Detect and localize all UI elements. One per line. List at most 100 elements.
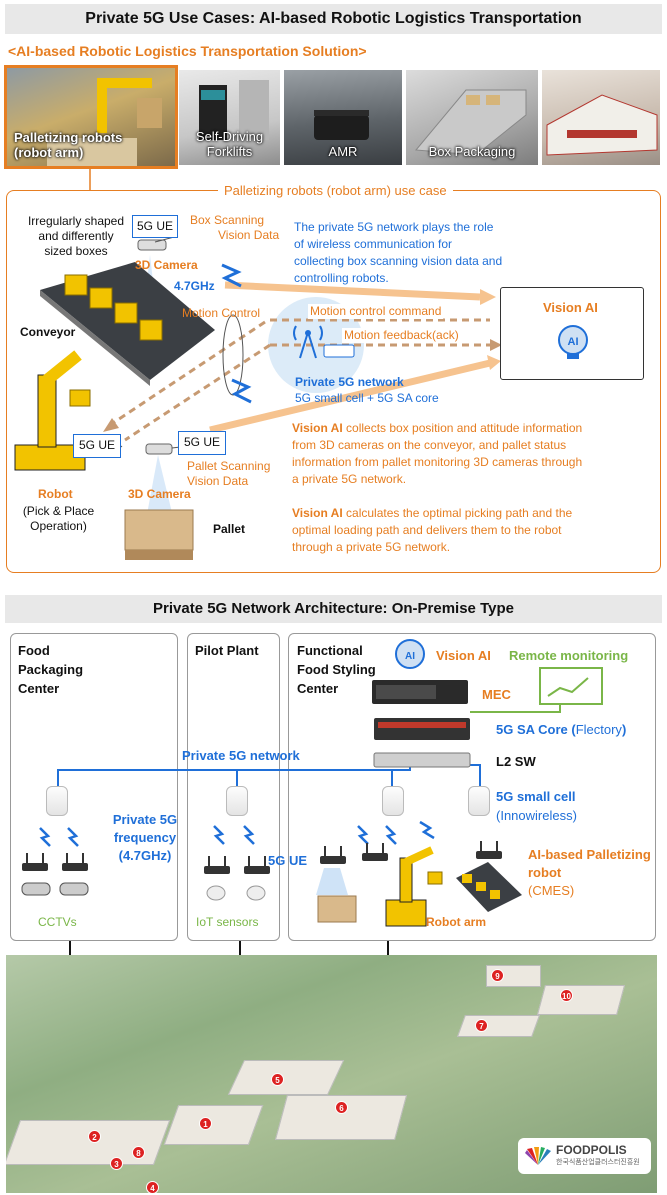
svg-text:AI: AI [405, 651, 415, 662]
motion-feedback-label: Motion feedback(ack) [342, 328, 461, 343]
photo-caption: Palletizing robots (robot arm) [7, 130, 175, 160]
title-line: Food Styling [297, 662, 376, 677]
mec-label: MEC [482, 687, 511, 702]
logo-sub: 한국식품산업클러스터진흥원 [556, 1159, 640, 1166]
map-marker-4: 4 [146, 1181, 159, 1193]
title-line: Functional [297, 643, 363, 658]
map-marker-7: 7 [475, 1019, 488, 1032]
small-cell-extra [468, 786, 490, 816]
boxes-label-line: Irregularly shaped [27, 214, 125, 228]
building [163, 1105, 264, 1145]
iot-label: IoT sensors [196, 915, 259, 929]
usecase-intro: The private 5G network plays the role of… [294, 219, 544, 287]
logo-name: FOODPOLIS [556, 1143, 627, 1157]
arch-vision-ai: Vision AI [436, 648, 491, 663]
title-line: Food [18, 643, 50, 658]
photo-palletizing-robots[interactable]: Palletizing robots (robot arm) [4, 65, 178, 169]
photo-amr[interactable]: AMR [284, 70, 402, 165]
photo-box-packaging[interactable]: Box Packaging [406, 70, 538, 165]
functional-food-title: Functional Food Styling Center [297, 641, 376, 698]
ue-router-conveyor [476, 841, 502, 859]
palletizing-label: AI-based Palletizing robot [528, 846, 651, 882]
robot-arm-label: Robot arm [426, 915, 486, 929]
packaging-photo-icon [415, 89, 527, 156]
photo-caption: Box Packaging [406, 144, 538, 159]
map-marker-10: 10 [560, 989, 573, 1002]
pallet-scanning-label: Pallet Scanning Vision Data [187, 459, 270, 489]
ue-router-pallet [320, 846, 346, 864]
box-scanning-line: Box Scanning [190, 213, 265, 227]
palletizing-vendor: (CMES) [528, 883, 575, 898]
ue-router-cctv-2 [62, 853, 88, 871]
building [456, 1015, 541, 1037]
boxes-label: Irregularly shaped and differently sized… [16, 214, 136, 259]
foodpolis-logo-icon [525, 1147, 551, 1165]
title-line: Packaging [18, 662, 84, 677]
map-marker-9: 9 [491, 969, 504, 982]
robot-title: Robot [38, 487, 73, 501]
building [227, 1060, 345, 1095]
map-marker-8: 8 [132, 1146, 145, 1159]
food-packaging-center-box [10, 633, 178, 941]
ue-box-robot: 5G UE [73, 434, 121, 458]
pallet-scanning-line: Pallet Scanning [187, 459, 271, 473]
small-cell-label: 5G small cell [496, 789, 576, 804]
motion-control-label: Motion Control [182, 306, 261, 320]
solution-subtitle: <AI-based Robotic Logistics Transportati… [8, 43, 367, 59]
para1-line: from 3D cameras on the conveyor, and pal… [292, 438, 567, 452]
box-scanning-label: Box Scanning Vision Data [190, 213, 279, 243]
architecture-title: Private 5G Network Architecture: On-Prem… [5, 595, 662, 623]
photo-self-driving-forklifts[interactable]: Self-Driving Forklifts [179, 70, 280, 165]
robot-sub-line: (Pick & Place [22, 504, 95, 518]
cctvs-label: CCTVs [38, 915, 77, 929]
title-line: Center [18, 681, 60, 696]
vision-ai-label: Vision AI [543, 300, 598, 315]
amr-photo-icon [314, 110, 369, 140]
caption-line2: (robot arm) [14, 145, 84, 160]
pilot-plant-title: Pilot Plant [195, 643, 259, 658]
para2-line: through a private 5G network. [292, 540, 451, 554]
food-packaging-title: Food Packaging Center [18, 641, 83, 698]
small-cell-robot [382, 786, 404, 816]
camera-label-pallet: 3D Camera [128, 487, 191, 501]
photo-facility[interactable] [542, 70, 660, 165]
intro-line: of wireless communication for [294, 237, 453, 251]
photo-caption: Self-Driving Forklifts [179, 129, 280, 159]
palletizing-line: AI-based Palletizing [528, 847, 651, 862]
small-cell-pilot-plant [226, 786, 248, 816]
para1-line: a private 5G network. [292, 472, 407, 486]
usecase-para1: Vision AI collects box position and atti… [292, 420, 652, 488]
boxes-label-line: sized boxes [44, 244, 108, 258]
frequency-label: Private 5G frequency (4.7GHz) [106, 811, 184, 865]
para2-text: calculates the optimal picking path and … [342, 506, 573, 520]
boxes-label-line: and differently [38, 229, 114, 243]
box-scanning-line: Vision Data [218, 228, 280, 242]
usecase-diagram-lines [14, 166, 502, 560]
sa-core-label: 5G SA Core (Flectory) [496, 722, 626, 737]
map-marker-6: 6 [335, 1101, 348, 1114]
network-name: Private 5G network [295, 375, 404, 389]
facility-photo-icon [546, 94, 658, 156]
ue-box-pallet: 5G UE [178, 431, 226, 455]
para2-lead: Vision AI [292, 506, 343, 520]
ue-router-robot [362, 843, 388, 861]
vision-ai-box: Vision AI AI [500, 287, 644, 380]
freq-label: 4.7GHz [174, 279, 215, 293]
frequency-line: (4.7GHz) [118, 848, 172, 863]
small-cell-food-packaging [46, 786, 68, 816]
title-line: Center [297, 681, 339, 696]
building [6, 1120, 171, 1165]
intro-line: collecting box scanning vision data and [294, 254, 503, 268]
caption-line1: Palletizing robots [14, 130, 123, 145]
robot-arm-photo-icon [47, 78, 162, 166]
small-cell-vendor: (Innowireless) [496, 808, 577, 823]
caption-line1: Self-Driving [195, 129, 264, 144]
caption-line1: Box Packaging [428, 144, 516, 159]
robot-sub: (Pick & Place Operation) [16, 504, 101, 534]
ue-router-iot-2 [244, 856, 270, 874]
ai-brain-icon: AI [558, 325, 588, 359]
sa-core-vendor: Flectory [575, 722, 622, 737]
map-marker-1: 1 [199, 1117, 212, 1130]
foodpolis-logo: FOODPOLIS 한국식품산업클러스터진흥원 [518, 1138, 651, 1174]
l2sw-label: L2 SW [496, 754, 536, 769]
